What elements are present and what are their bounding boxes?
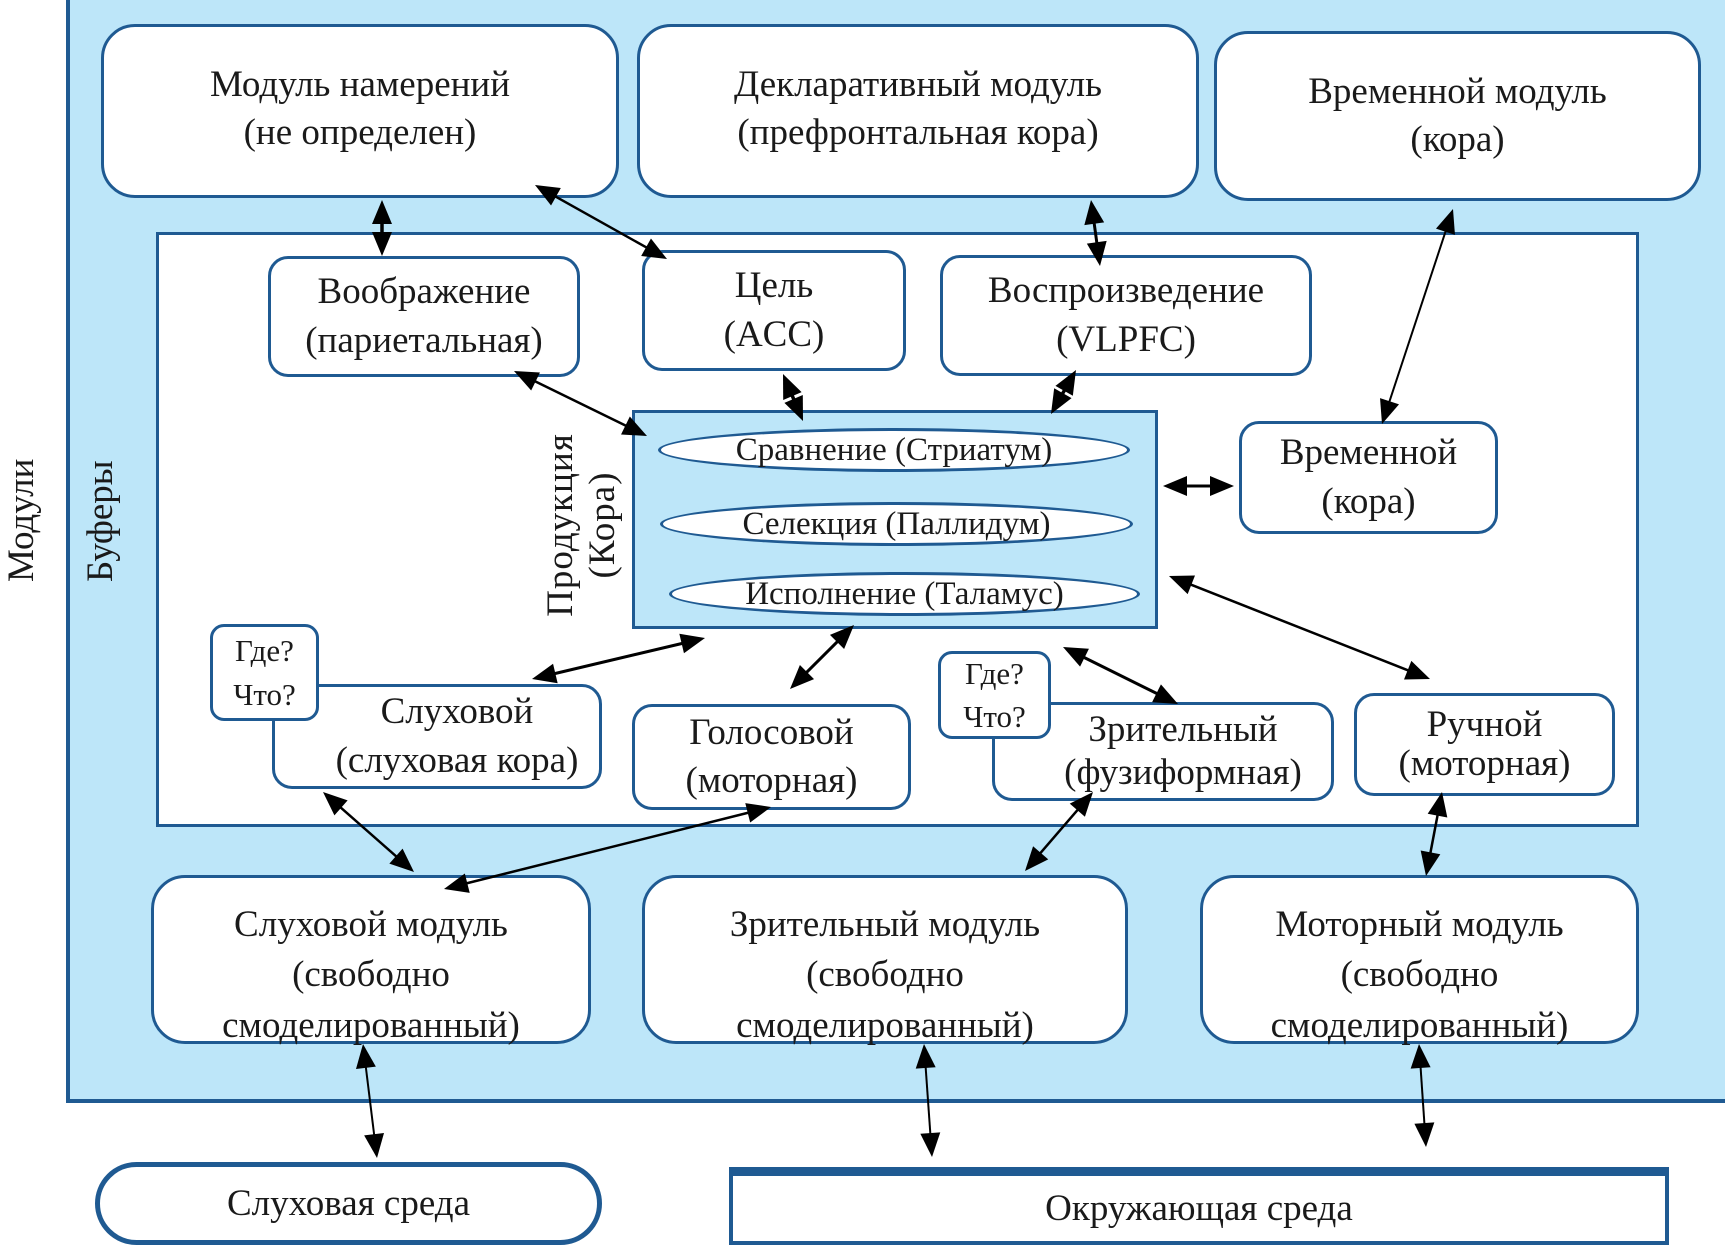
visual-buffer-subtitle: (фузиформная) [1064, 751, 1302, 793]
aural-module-line3: смоделированный) [222, 1004, 520, 1046]
arrowhead-icon [920, 1132, 941, 1157]
declarative-module-title: Декларативный модуль [734, 64, 1102, 105]
imaginal-buffer-title: Воображение [317, 271, 531, 313]
aural-where-label: Где? [235, 633, 294, 669]
visual-where-what-tag: Где? Что? [938, 651, 1051, 739]
production-stage-execution[interactable]: Исполнение (Таламус) [669, 572, 1140, 616]
temporal-buffer-title: Временной [1279, 432, 1458, 474]
vocal-buffer-title: Голосовой [689, 711, 854, 753]
temporal-module-subtitle: (кора) [1410, 119, 1505, 161]
external-environment[interactable]: Окружающая среда [729, 1167, 1669, 1245]
aural-module[interactable]: Слуховой модуль (свободно смоделированны… [151, 875, 591, 1046]
manual-buffer[interactable]: Ручной (моторная) [1354, 693, 1615, 796]
aural-buffer-title: Слуховой [380, 691, 534, 733]
vocal-buffer[interactable]: Голосовой (моторная) [632, 704, 911, 810]
motor-module-line2: (свободно [1340, 954, 1499, 996]
production-stage-selection-label: Селекция (Паллидум) [742, 505, 1051, 542]
temporal-module-title: Временной модуль [1308, 71, 1607, 112]
retrieval-buffer[interactable]: Воспроизведение (VLPFC) [940, 255, 1312, 376]
motor-module-line3: смоделированный) [1270, 1004, 1569, 1046]
aural-what-label: Что? [233, 676, 296, 712]
motor-module[interactable]: Моторный модуль (свободно смоделированны… [1200, 875, 1639, 1046]
production-stage-selection[interactable]: Селекция (Паллидум) [660, 502, 1133, 546]
imaginal-buffer-subtitle: (париетальная) [305, 319, 543, 361]
arrowhead-icon [1414, 1122, 1435, 1147]
manual-buffer-subtitle: (моторная) [1398, 742, 1571, 784]
production-label-line1: Продукция [540, 433, 581, 617]
declarative-module[interactable]: Декларативный модуль (префронтальная кор… [637, 24, 1199, 198]
aural-buffer[interactable]: Слуховой (слуховая кора) [272, 684, 602, 789]
visual-what-label: Что? [963, 699, 1026, 734]
intentional-module[interactable]: Модуль намерений (не определен) [101, 24, 619, 198]
goal-buffer-subtitle: (ACC) [723, 313, 825, 355]
external-environment-label: Окружающая среда [1045, 1188, 1353, 1229]
manual-buffer-title: Ручной [1426, 703, 1543, 745]
imaginal-buffer[interactable]: Воображение (париетальная) [268, 256, 580, 377]
motor-module-title: Моторный модуль [1275, 904, 1564, 945]
temporal-buffer[interactable]: Временной (кора) [1239, 421, 1498, 534]
temporal-module[interactable]: Временной модуль (кора) [1214, 31, 1701, 201]
visual-module[interactable]: Зрительный модуль (свободно смоделирован… [642, 875, 1128, 1046]
aural-where-what-tag: Где? Что? [210, 624, 319, 721]
retrieval-buffer-title: Воспроизведение [987, 270, 1265, 312]
aural-module-line2: (свободно [292, 954, 450, 996]
vocal-buffer-subtitle: (моторная) [685, 760, 858, 801]
production-stage-matching-label: Сравнение (Стриатум) [735, 431, 1053, 468]
visual-where-label: Где? [965, 655, 1024, 691]
production-label-line2: (Кора) [582, 471, 623, 579]
buffers-label: Буферы [80, 460, 121, 582]
production-stage-matching[interactable]: Сравнение (Стриатум) [658, 428, 1130, 472]
retrieval-buffer-subtitle: (VLPFC) [1056, 318, 1196, 360]
production-stage-execution-label: Исполнение (Таламус) [745, 575, 1064, 612]
aural-environment-label: Слуховая среда [226, 1183, 470, 1224]
intentional-module-title: Модуль намерений [209, 64, 511, 105]
goal-buffer[interactable]: Цель (ACC) [642, 250, 906, 371]
aural-buffer-subtitle: (слуховая кора) [335, 739, 579, 781]
declarative-module-subtitle: (префронтальная кора) [737, 112, 1099, 154]
visual-module-line3: смоделированный) [736, 1004, 1034, 1046]
visual-module-title: Зрительный модуль [729, 904, 1041, 945]
temporal-buffer-subtitle: (кора) [1321, 480, 1416, 522]
aural-module-title: Слуховой модуль [234, 904, 508, 945]
arrowhead-icon [364, 1132, 385, 1158]
aural-environment[interactable]: Слуховая среда [95, 1162, 602, 1245]
visual-module-line2: (свободно [806, 954, 964, 996]
goal-buffer-title: Цель [734, 265, 814, 307]
intentional-module-subtitle: (не определен) [243, 112, 477, 154]
modules-label: Модули [1, 458, 42, 582]
production-label: Продукция (Кора) [540, 425, 630, 625]
visual-buffer-title: Зрительный [1088, 708, 1278, 750]
